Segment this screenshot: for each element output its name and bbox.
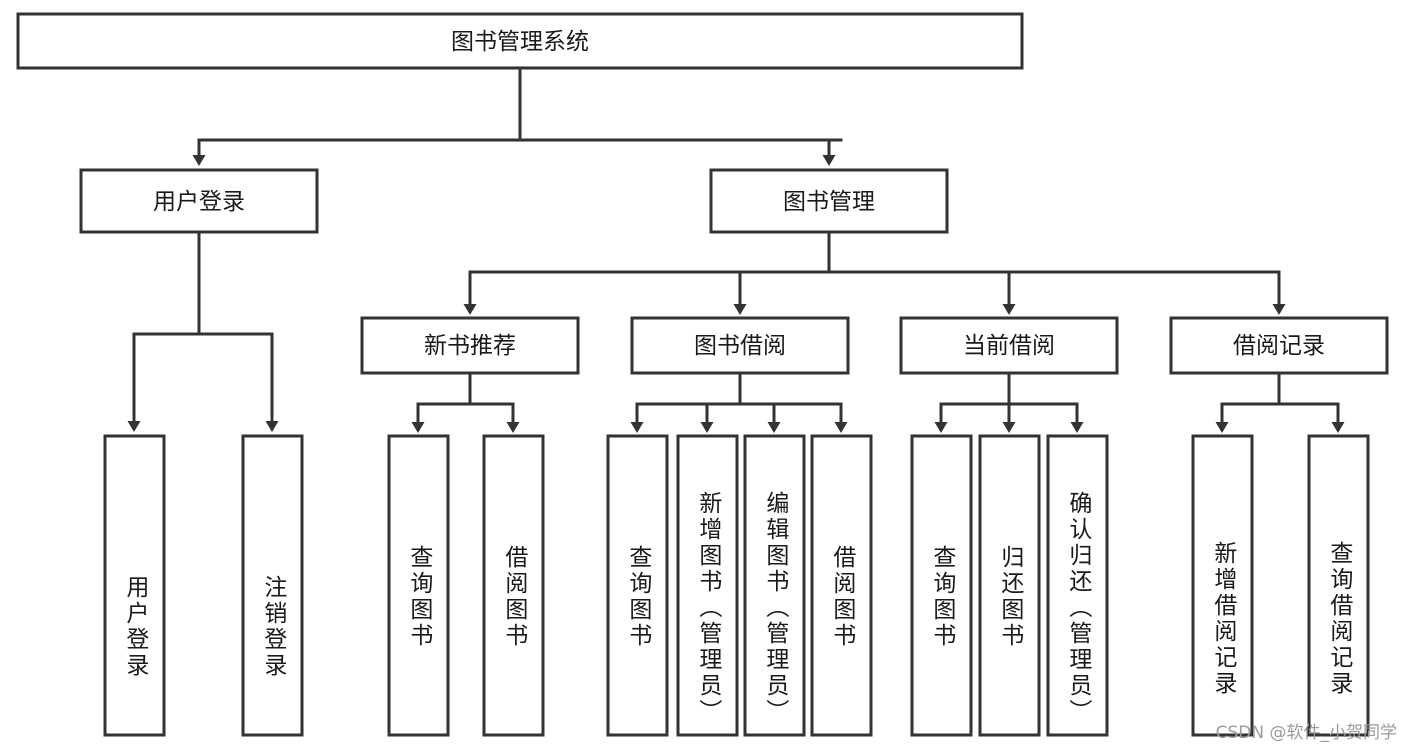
leaf-box[interactable] [482, 434, 545, 737]
connector-currentborrow-to-leaves [934, 371, 1084, 433]
node-current-borrow-label: 当前借阅 [963, 333, 1055, 359]
node-book-borrow[interactable]: 图书借阅 [630, 316, 850, 375]
node-book-management[interactable]: 图书管理 [709, 168, 949, 234]
leaf-box[interactable] [1307, 434, 1370, 737]
leaf-box[interactable] [1191, 434, 1254, 737]
leaf-box[interactable] [743, 434, 806, 737]
node-borrow-record[interactable]: 借阅记录 [1169, 316, 1389, 375]
leaf-box[interactable] [606, 434, 669, 737]
leaf-box[interactable] [910, 434, 973, 737]
node-root-book-management-system[interactable]: 图书管理系统 [16, 12, 1024, 70]
leaf-box[interactable] [810, 434, 873, 737]
node-root-label: 图书管理系统 [451, 29, 589, 55]
node-current-borrow[interactable]: 当前借阅 [899, 316, 1119, 375]
connector-root-to-level2 [192, 66, 843, 166]
node-new-book-recommend[interactable]: 新书推荐 [360, 316, 580, 375]
node-user-login[interactable]: 用户登录 [79, 168, 319, 234]
node-user-login-label: 用户登录 [153, 189, 245, 215]
connector-borrowrecord-to-leaves [1215, 371, 1345, 433]
leaf-box[interactable] [387, 434, 450, 737]
node-borrow-record-label: 借阅记录 [1233, 333, 1325, 359]
leaf-boxes [103, 434, 1370, 737]
node-book-management-label: 图书管理 [783, 189, 875, 215]
connector-newbook-to-leaves [411, 371, 520, 433]
leaf-box[interactable] [103, 434, 166, 737]
leaf-box[interactable] [676, 434, 739, 737]
watermark: CSDN @软件_小贺同学 [1215, 723, 1397, 743]
connector-bookborrow-to-leaves [630, 371, 848, 433]
connector-userlogin-to-leaves [127, 230, 279, 432]
leaf-box[interactable] [978, 434, 1041, 737]
connector-bookmgmt-to-level3 [463, 230, 1286, 315]
leaf-box[interactable] [1046, 434, 1109, 737]
node-book-borrow-label: 图书借阅 [694, 333, 786, 359]
node-new-book-recommend-label: 新书推荐 [424, 333, 516, 359]
leaf-box[interactable] [241, 434, 304, 737]
